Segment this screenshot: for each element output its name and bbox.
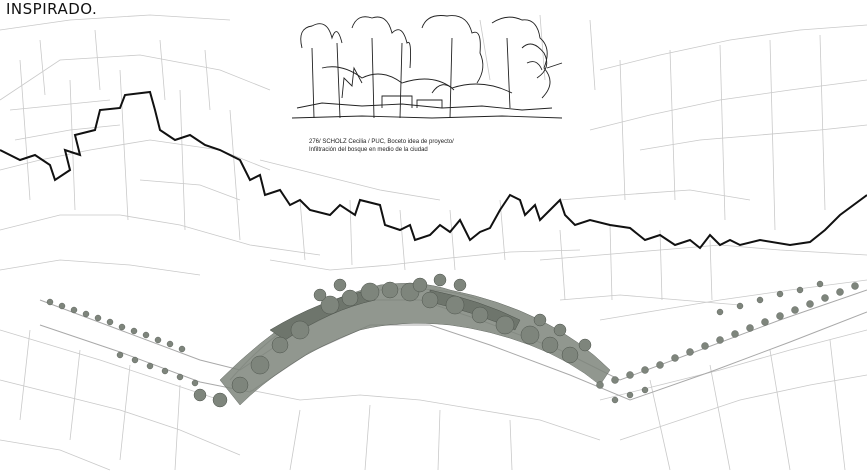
street-tree-row-left: [46, 298, 199, 387]
sketch-caption-line-2: Infiltración del bosque en medio de la c…: [309, 146, 428, 153]
boundary-line: [0, 90, 867, 250]
sketch-caption: 276/ SCHOLZ Cecilia / PUC, Boceto idea d…: [309, 139, 549, 154]
forest-corridor: [193, 273, 611, 408]
page-heading: INSPIRADO.: [6, 0, 98, 18]
hand-sketch-drawing: [291, 15, 563, 119]
urban-lot-lines: [0, 14, 867, 471]
street-tree-row-right: [596, 280, 859, 404]
sketch-caption-line-1: 276/ SCHOLZ Cecilia / PUC, Boceto idea d…: [309, 139, 454, 145]
